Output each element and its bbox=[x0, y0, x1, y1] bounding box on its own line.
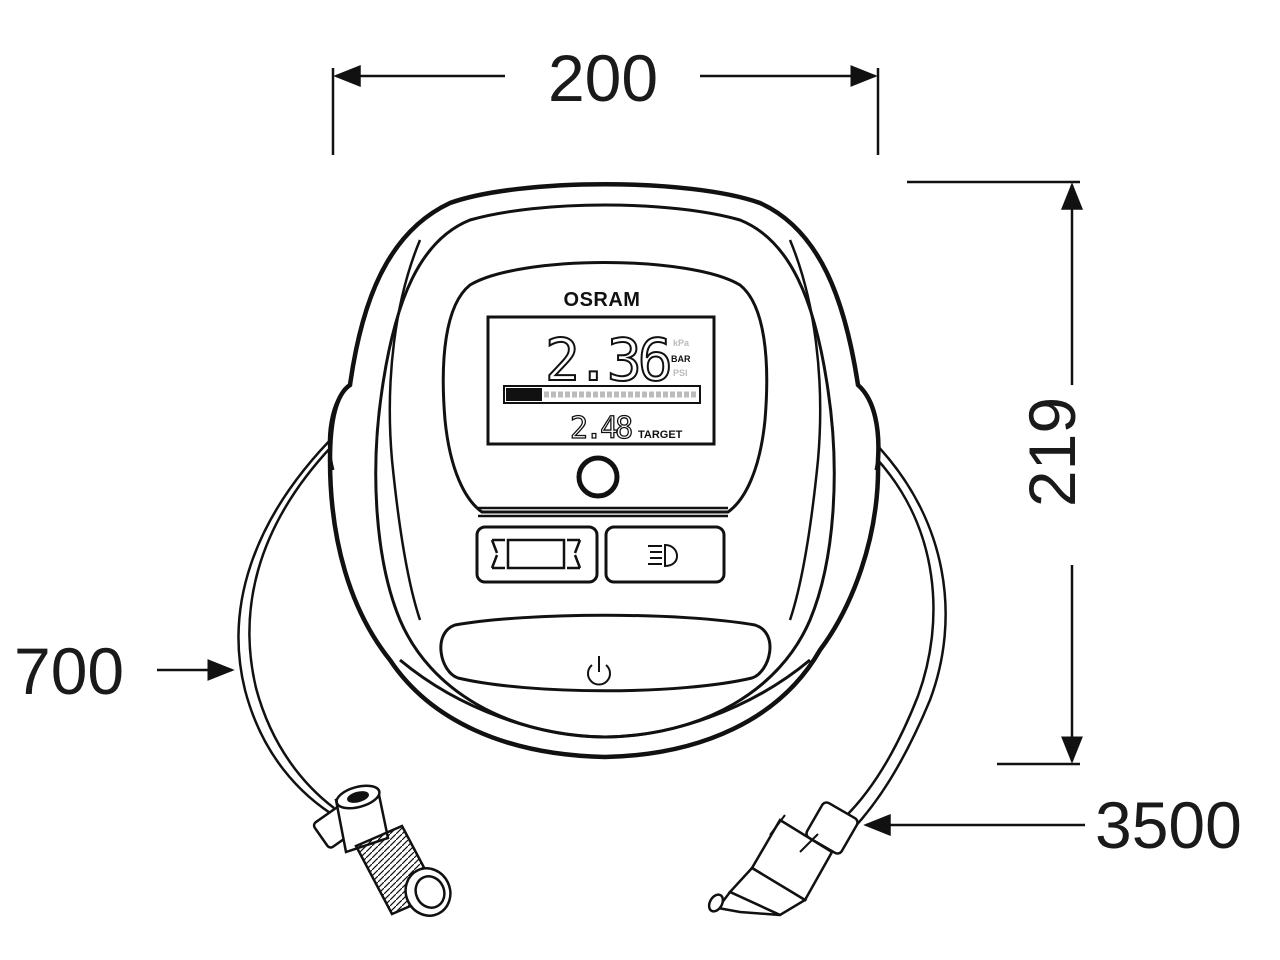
hose-length-value: 700 bbox=[14, 634, 124, 708]
hose-length-dimension: 700 bbox=[14, 634, 235, 708]
car-plug bbox=[707, 801, 859, 917]
unit-bar: BAR bbox=[671, 354, 691, 364]
height-value: 219 bbox=[1015, 397, 1089, 507]
width-value: 200 bbox=[548, 41, 658, 115]
brand-logo: OSRAM bbox=[564, 289, 641, 311]
power-button[interactable] bbox=[439, 613, 772, 693]
power-cable bbox=[845, 439, 947, 831]
headlight-icon bbox=[648, 543, 678, 568]
unit-kpa: kPa bbox=[673, 338, 690, 348]
width-dimension: 200 bbox=[331, 41, 880, 155]
pressure-reading: 2.36 bbox=[545, 326, 670, 394]
valve-connector bbox=[312, 784, 452, 917]
unit-psi: PSI bbox=[673, 368, 688, 378]
light-button[interactable] bbox=[604, 525, 726, 584]
lcd-display: 2.36 kPa BAR PSI 2.48 TARGET bbox=[486, 315, 716, 447]
cable-length-dimension: 3500 bbox=[863, 788, 1242, 862]
indicator-light bbox=[576, 455, 620, 499]
cable-length-value: 3500 bbox=[1095, 788, 1242, 862]
target-label: TARGET bbox=[638, 429, 683, 441]
air-hose bbox=[237, 431, 339, 820]
unit-display-button[interactable] bbox=[475, 525, 599, 584]
power-icon bbox=[587, 656, 611, 686]
vent-grille bbox=[478, 506, 728, 518]
target-reading: 2.48 bbox=[570, 411, 632, 446]
pressure-progress-bar bbox=[503, 385, 701, 404]
height-dimension: 219 bbox=[907, 180, 1089, 766]
